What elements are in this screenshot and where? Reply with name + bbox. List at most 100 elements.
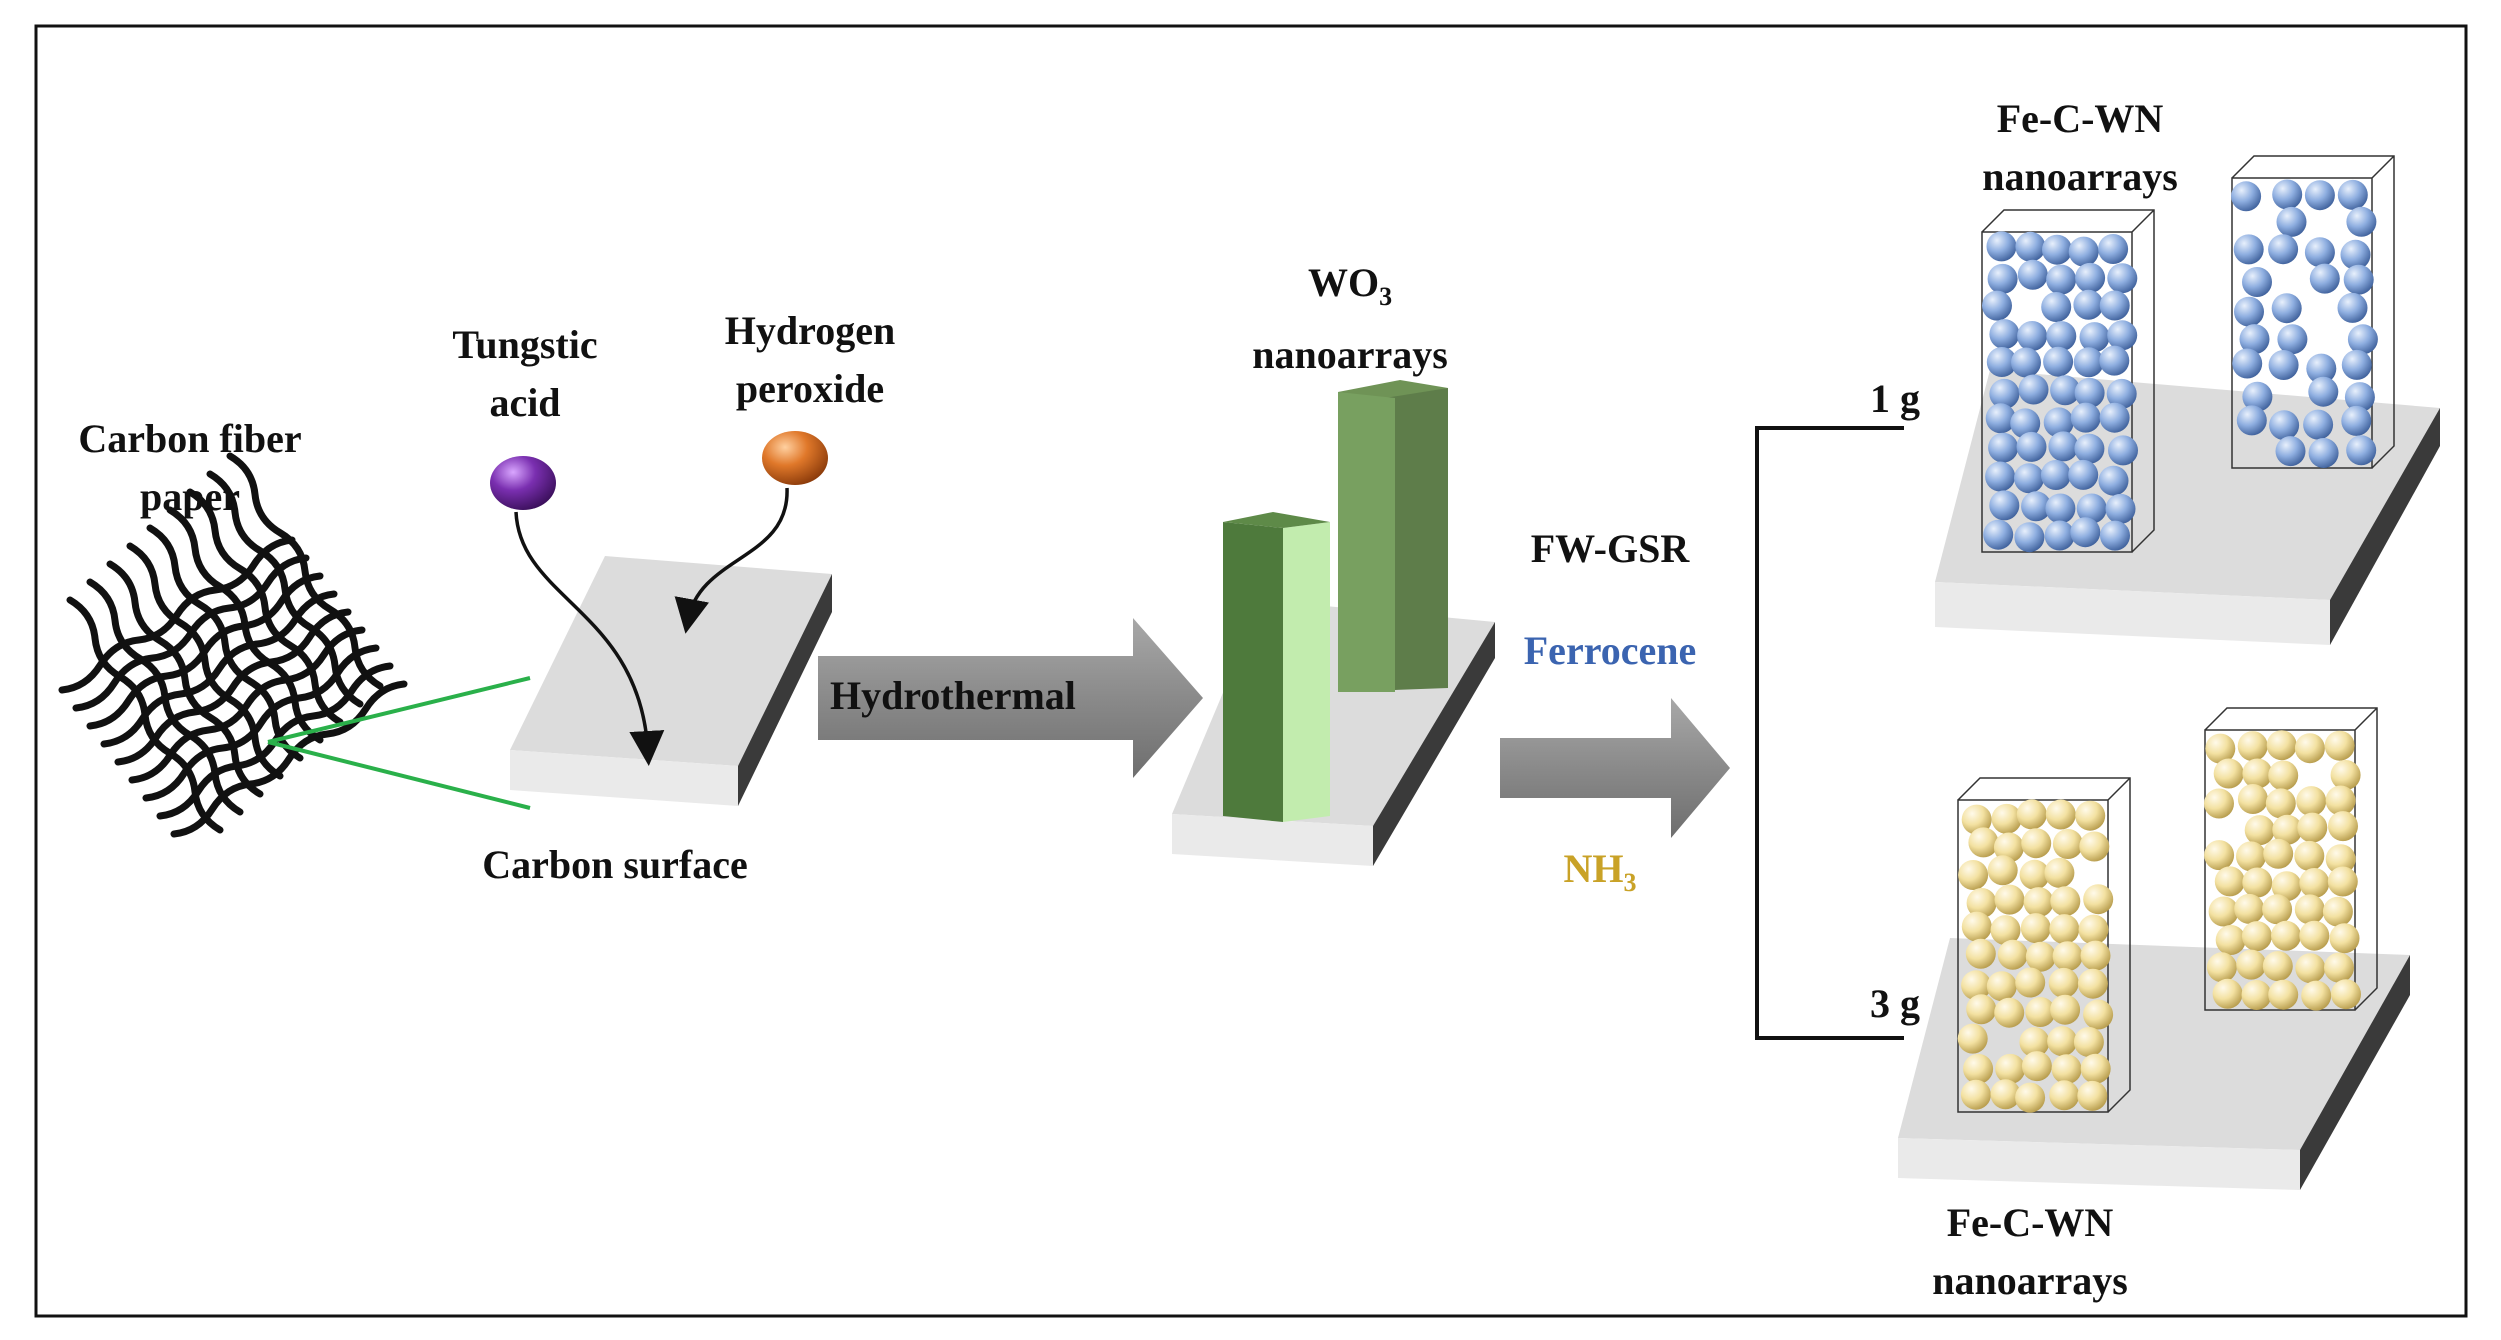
nanoparticle-sphere bbox=[2262, 894, 2293, 925]
nanoparticle-sphere bbox=[2075, 800, 2106, 831]
fiber-strand bbox=[226, 452, 384, 690]
hydrogen-peroxide-molecule-icon bbox=[762, 431, 828, 485]
nanoparticle-sphere bbox=[2325, 844, 2356, 875]
nanoparticle-sphere bbox=[2025, 997, 2056, 1027]
nanoparticle-sphere bbox=[2241, 921, 2272, 952]
nanoparticle-sphere bbox=[2017, 259, 2048, 290]
nanoparticle-sphere bbox=[2078, 914, 2109, 945]
nanoparticle-sphere bbox=[2266, 730, 2297, 761]
hydrogen-peroxide-arrow bbox=[674, 487, 789, 634]
nanoparticle-sphere bbox=[2080, 940, 2111, 971]
nanoparticle-sphere bbox=[1994, 997, 2025, 1028]
nanoparticle-sphere bbox=[2100, 520, 2130, 551]
nanoparticle-sphere bbox=[1961, 804, 1992, 835]
nanoparticle-sphere bbox=[2271, 920, 2301, 951]
nanoparticle-sphere bbox=[1985, 461, 2016, 492]
branch-bracket bbox=[1755, 426, 1904, 1040]
nanoparticle-sphere bbox=[1988, 432, 2019, 463]
nanoparticle-sphere bbox=[2214, 866, 2245, 897]
nanoparticle-sphere bbox=[1989, 319, 2020, 350]
nanoparticle-sphere bbox=[2070, 402, 2101, 433]
nanoparticle-sphere bbox=[2294, 894, 2325, 925]
nanoparticle-sphere bbox=[2205, 733, 2236, 764]
nanoparticle-sphere bbox=[2306, 353, 2337, 384]
nanoparticle-sphere bbox=[2014, 522, 2045, 553]
nanoparticle-sphere bbox=[2237, 731, 2268, 762]
yellow-nanoarray-left bbox=[1957, 777, 2131, 1113]
fiber-strand bbox=[186, 488, 344, 726]
nanoparticle-sphere bbox=[2271, 293, 2302, 324]
fwgsr-label: FW-GSR bbox=[1530, 526, 1690, 571]
nanoparticle-sphere bbox=[2325, 785, 2356, 816]
nanoparticle-sphere bbox=[1990, 915, 2021, 946]
nanoparticle-sphere bbox=[2232, 348, 2263, 379]
fiber-strand bbox=[142, 644, 380, 802]
nanoparticle-sphere bbox=[2019, 1027, 2050, 1058]
nanoparticle-sphere bbox=[1987, 855, 2018, 886]
nanoparticle-sphere bbox=[2299, 868, 2330, 898]
nanoparticle-sphere bbox=[2268, 350, 2299, 380]
nanoparticle-sphere bbox=[2050, 886, 2081, 917]
nanoparticle-sphere bbox=[2099, 345, 2130, 376]
nanoparticle-sphere bbox=[1961, 911, 1992, 942]
nanoparticle-sphere bbox=[2050, 994, 2081, 1025]
nanoparticle-sphere bbox=[2263, 838, 2294, 869]
nanoparticle-sphere bbox=[2051, 1054, 2082, 1085]
nanoparticle-sphere bbox=[1987, 263, 2018, 294]
nanoparticle-sphere bbox=[2046, 321, 2077, 352]
nanoparticle-sphere bbox=[2018, 374, 2049, 405]
connector-line-bottom bbox=[267, 740, 531, 810]
nanoparticle-sphere bbox=[2021, 491, 2052, 522]
wo3-nanoarrays-label: WO3 nanoarrays bbox=[1210, 254, 1490, 384]
tungstic-acid-arrow bbox=[514, 511, 665, 766]
nanoparticle-sphere bbox=[2236, 949, 2267, 980]
nanoparticle-sphere bbox=[2344, 382, 2375, 413]
nanoparticle-sphere bbox=[2330, 760, 2361, 790]
nanoparticle-sphere bbox=[2074, 433, 2105, 464]
nanoparticle-sphere bbox=[2297, 812, 2328, 843]
nanoparticle-sphere bbox=[2237, 784, 2268, 814]
fe-c-wn-bottom-line2: nanoarrays bbox=[1932, 1258, 2128, 1303]
nanoparticle-sphere bbox=[2308, 376, 2339, 407]
nanoparticle-sphere bbox=[2277, 324, 2308, 355]
nanoparticle-sphere bbox=[2299, 920, 2330, 951]
nanoparticle-sphere bbox=[2231, 181, 2262, 212]
fwgsr-arrow bbox=[1500, 698, 1730, 838]
nanoparticle-sphere bbox=[2083, 999, 2114, 1030]
nanoparticle-sphere bbox=[2204, 788, 2234, 819]
nanoparticle-sphere bbox=[2023, 887, 2054, 918]
nanoparticle-sphere bbox=[2346, 435, 2377, 466]
hydrothermal-arrow bbox=[818, 618, 1203, 778]
nanoparticle-sphere bbox=[2070, 517, 2101, 548]
wo3-line2: nanoarrays bbox=[1252, 332, 1448, 377]
tungstic-acid-molecule-icon bbox=[490, 456, 556, 510]
nanoparticle-sphere bbox=[2068, 459, 2099, 490]
nanoparticle-sphere bbox=[2048, 967, 2079, 998]
nh3-subscript: 3 bbox=[1623, 868, 1637, 897]
nanoparticle-sphere bbox=[2239, 324, 2270, 355]
nanoparticle-sphere bbox=[2268, 979, 2299, 1010]
nanoparticle-sphere bbox=[2324, 952, 2354, 983]
blue-nanoarray-left bbox=[1981, 209, 2155, 553]
nanoparticle-sphere bbox=[2073, 347, 2104, 378]
nanoparticle-sphere bbox=[1966, 994, 1997, 1025]
nanoparticle-sphere bbox=[2322, 896, 2353, 927]
nanoparticle-sphere bbox=[2098, 465, 2129, 496]
carbon-surface-plate bbox=[510, 556, 832, 806]
fiber-strand bbox=[206, 470, 364, 708]
nanoparticle-sphere bbox=[2040, 460, 2071, 490]
fe-c-wn-top-line2: nanoarrays bbox=[1982, 154, 2178, 199]
nanoparticle-sphere bbox=[2076, 493, 2107, 524]
nanoparticle-sphere bbox=[2049, 1080, 2080, 1111]
nanoparticle-sphere bbox=[1995, 1053, 2026, 1084]
carbon-fiber-paper-line1: Carbon fiber bbox=[78, 416, 302, 461]
nanoparticle-sphere bbox=[2098, 234, 2129, 264]
nanoparticle-sphere bbox=[2268, 760, 2299, 791]
nanoparticle-sphere bbox=[2296, 786, 2327, 817]
nanoparticle-sphere bbox=[2042, 234, 2072, 265]
carbon-fiber-mesh-icon bbox=[58, 452, 408, 838]
nanoparticle-sphere bbox=[2021, 828, 2052, 859]
ferrocene-label: Ferrocene bbox=[1523, 628, 1697, 673]
nanoparticle-sphere bbox=[2328, 811, 2358, 842]
